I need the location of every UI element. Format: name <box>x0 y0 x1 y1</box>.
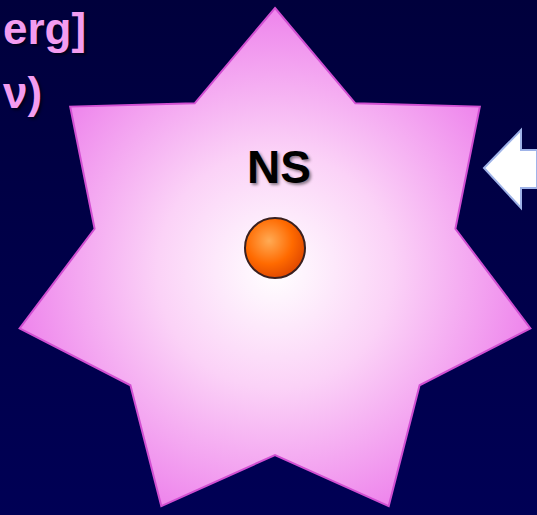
formula-fragment: erg] <box>3 4 86 54</box>
neutron-star-dot <box>245 218 305 278</box>
formula-fragment: ν) <box>3 68 42 118</box>
star-shape <box>20 8 531 506</box>
arrow-symbol <box>484 130 537 208</box>
node-label: NS <box>247 140 311 194</box>
